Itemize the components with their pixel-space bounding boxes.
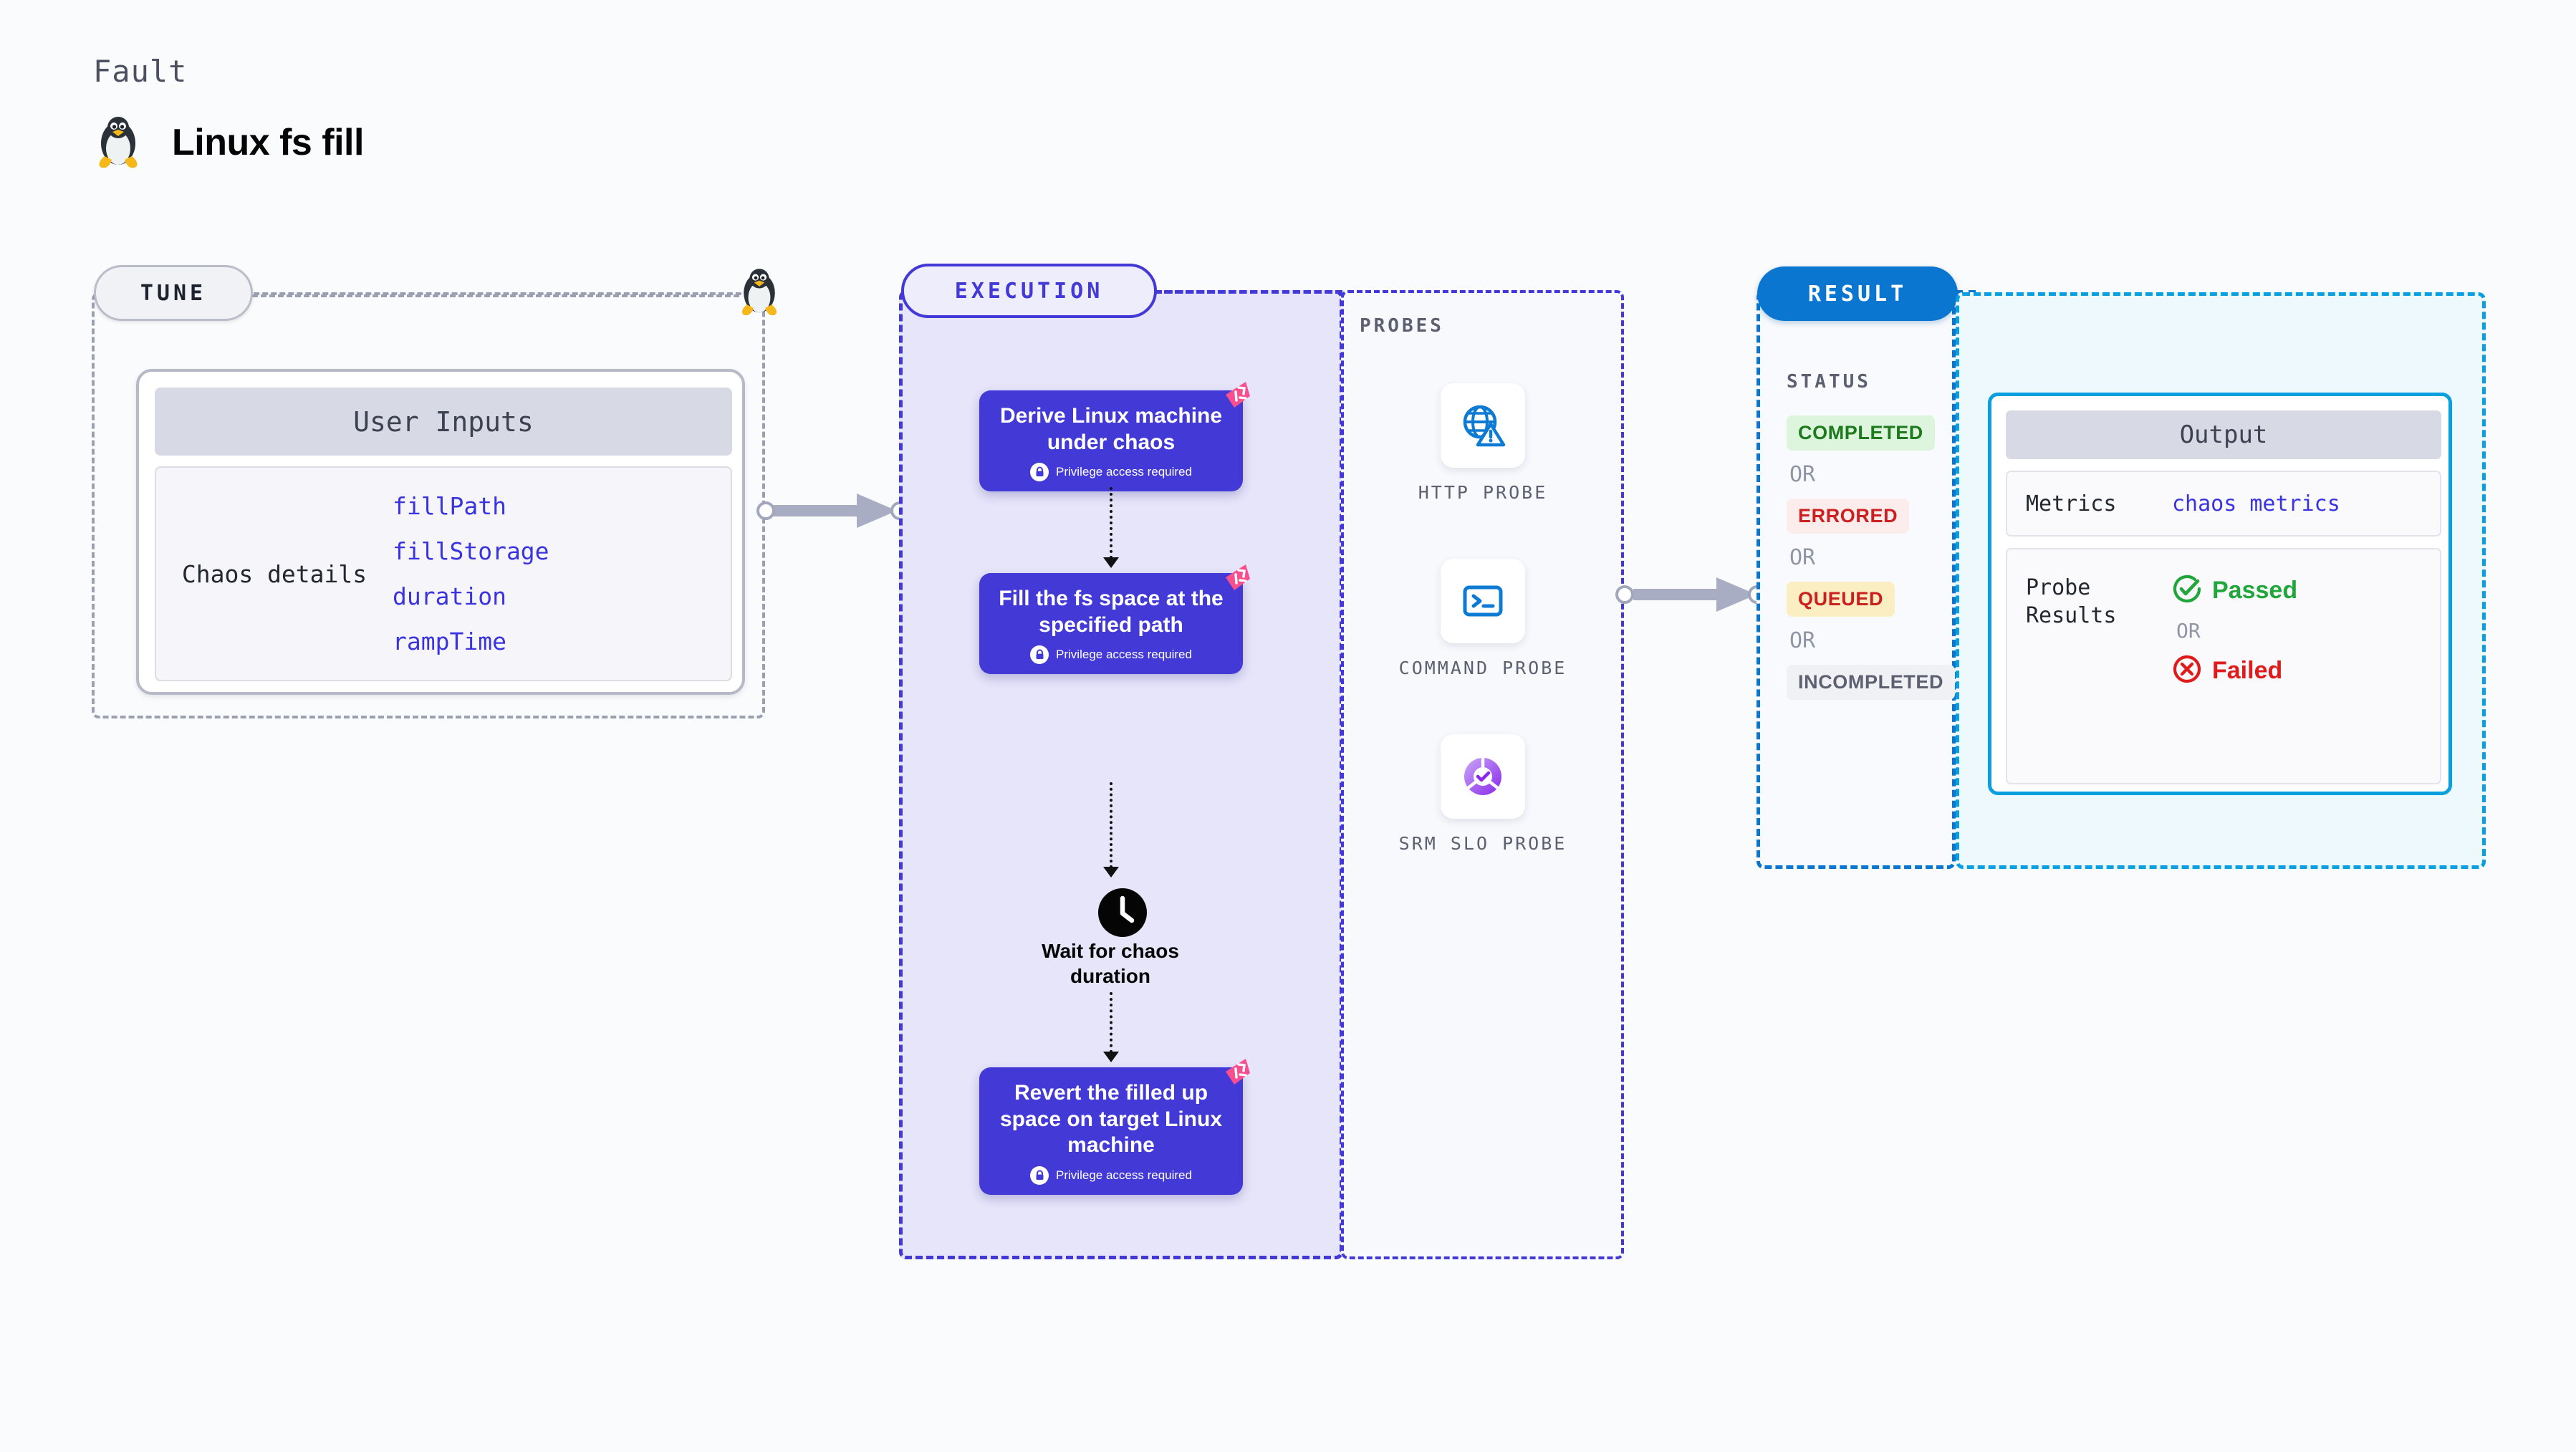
step-1-to-2-arrow bbox=[1103, 557, 1119, 568]
param-ramptime[interactable]: rampTime bbox=[393, 628, 506, 655]
probes-output-node bbox=[1615, 585, 1634, 604]
output-card: Output Metrics chaos metrics Probe Resul… bbox=[1988, 393, 2452, 795]
tune-output-node bbox=[756, 501, 775, 520]
clock-icon bbox=[1098, 888, 1147, 941]
fault-triangle-icon bbox=[1221, 562, 1253, 597]
result-pill[interactable]: RESULT bbox=[1757, 266, 1958, 321]
output-metrics-value[interactable]: chaos metrics bbox=[2172, 491, 2340, 516]
probes-title: PROBES bbox=[1360, 315, 1444, 337]
step-1-title: Derive Linux machine under chaos bbox=[999, 404, 1223, 454]
execution-pill[interactable]: EXECUTION bbox=[901, 264, 1157, 318]
probe-result-passed: Passed bbox=[2172, 574, 2297, 607]
step-1-privilege: Privilege access required bbox=[991, 463, 1231, 482]
param-duration[interactable]: duration bbox=[393, 582, 506, 610]
step-2-to-wait-arrow bbox=[1103, 867, 1119, 878]
fault-triangle-icon bbox=[1221, 379, 1253, 414]
globe-warning-icon bbox=[1441, 383, 1525, 468]
output-probe-key: Probe Results bbox=[2007, 574, 2172, 630]
wait-to-step-3-arrow bbox=[1103, 1052, 1119, 1062]
lock-icon bbox=[1030, 645, 1049, 665]
probe-result-or: OR bbox=[2176, 619, 2201, 643]
probe-srm-slo[interactable]: SRM SLO PROBE bbox=[1397, 734, 1569, 856]
output-title: Output bbox=[2006, 410, 2441, 459]
tune-to-execution-arrow bbox=[765, 489, 908, 536]
tune-pill[interactable]: TUNE bbox=[94, 265, 253, 321]
result-output-connector bbox=[1956, 290, 1976, 294]
chaos-param-list: fillPath fillStorage duration rampTime bbox=[393, 492, 549, 655]
step-2-privilege: Privilege access required bbox=[991, 645, 1231, 665]
execution-step-3[interactable]: Revert the filled up space on target Lin… bbox=[979, 1059, 1250, 1195]
page-title-row: Linux fs fill bbox=[95, 115, 364, 170]
step-3-privilege: Privilege access required bbox=[991, 1165, 1231, 1185]
param-fillpath[interactable]: fillPath bbox=[393, 492, 506, 520]
probe-result-values: Passed OR Failed bbox=[2172, 574, 2297, 688]
status-or-3: OR bbox=[1789, 628, 1816, 653]
probe-result-failed-label: Failed bbox=[2212, 657, 2283, 684]
result-section bbox=[1756, 290, 1956, 869]
chaos-details-body: Chaos details fillPath fillStorage durat… bbox=[155, 466, 732, 681]
fault-triangle-icon bbox=[1221, 1056, 1253, 1091]
probe-srm-slo-label: SRM SLO PROBE bbox=[1398, 833, 1567, 854]
status-badge-completed: COMPLETED bbox=[1787, 415, 1935, 451]
probe-command[interactable]: COMMAND PROBE bbox=[1397, 559, 1569, 681]
step-2-privilege-text: Privilege access required bbox=[1056, 648, 1192, 662]
status-badge-queued: QUEUED bbox=[1787, 582, 1895, 617]
check-circle-icon bbox=[2172, 574, 2202, 607]
step-2-title: Fill the fs space at the specified path bbox=[999, 587, 1224, 637]
user-inputs-title: User Inputs bbox=[155, 388, 732, 456]
step-2-to-wait-line bbox=[1110, 782, 1112, 868]
page-eyebrow: Fault bbox=[93, 54, 188, 89]
wait-to-step-3-line bbox=[1110, 992, 1112, 1053]
user-inputs-card: User Inputs Chaos details fillPath fillS… bbox=[136, 369, 745, 695]
probe-result-failed: Failed bbox=[2172, 654, 2297, 688]
status-badge-errored: ERRORED bbox=[1787, 499, 1910, 534]
output-metrics-row: Metrics chaos metrics bbox=[2006, 471, 2441, 537]
chaos-details-label: Chaos details bbox=[181, 559, 367, 588]
status-list: COMPLETED OR ERRORED OR QUEUED OR INCOMP… bbox=[1787, 415, 1956, 700]
output-probe-results-row: Probe Results Passed OR bbox=[2006, 548, 2441, 784]
tune-penguin-connector bbox=[252, 294, 739, 297]
status-badge-incompleted: INCOMPLETED bbox=[1787, 665, 1956, 700]
tune-linux-penguin-icon bbox=[738, 266, 781, 322]
step-3-privilege-text: Privilege access required bbox=[1056, 1168, 1192, 1182]
output-metrics-key: Metrics bbox=[2026, 491, 2117, 516]
status-title: STATUS bbox=[1787, 371, 1871, 393]
step-1-privilege-text: Privilege access required bbox=[1056, 465, 1192, 479]
status-or-1: OR bbox=[1789, 462, 1816, 487]
probe-http-label: HTTP PROBE bbox=[1418, 482, 1548, 503]
probe-http[interactable]: HTTP PROBE bbox=[1397, 383, 1569, 505]
execution-step-2[interactable]: Fill the fs space at the specified path … bbox=[979, 564, 1250, 675]
execution-step-1[interactable]: Derive Linux machine under chaos Privile… bbox=[979, 382, 1250, 492]
status-or-2: OR bbox=[1789, 545, 1816, 570]
probe-result-passed-label: Passed bbox=[2212, 577, 2298, 604]
wait-for-chaos-label: Wait for chaos duration bbox=[1042, 940, 1179, 987]
step-1-to-2-line bbox=[1110, 487, 1112, 559]
linux-penguin-icon bbox=[95, 115, 142, 170]
execution-probes-connector bbox=[1155, 290, 1342, 294]
param-fillstorage[interactable]: fillStorage bbox=[393, 537, 549, 565]
terminal-icon bbox=[1441, 559, 1525, 643]
page-title: Linux fs fill bbox=[172, 122, 364, 163]
probes-to-result-arrow bbox=[1625, 573, 1768, 620]
x-circle-icon bbox=[2172, 654, 2202, 688]
lock-icon bbox=[1030, 1165, 1049, 1185]
step-3-title: Revert the filled up space on target Lin… bbox=[999, 1081, 1223, 1158]
probe-command-label: COMMAND PROBE bbox=[1398, 658, 1567, 678]
output-probe-key-text: Probe Results bbox=[2026, 575, 2117, 628]
lock-icon bbox=[1030, 463, 1049, 482]
slo-check-icon bbox=[1441, 734, 1525, 819]
